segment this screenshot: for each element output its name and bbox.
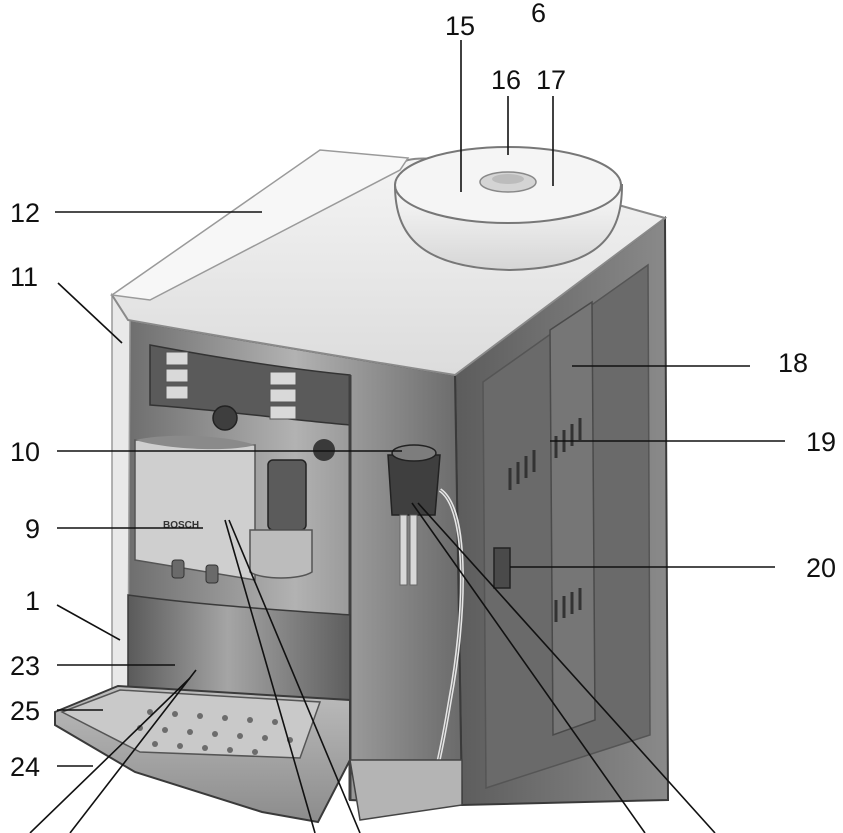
callout-15: 15 [445, 11, 475, 41]
steam-shield [249, 529, 313, 579]
steam-handle [267, 459, 307, 531]
callout-11: 11 [10, 262, 38, 292]
callout-17: 17 [536, 65, 566, 95]
cup-grid-holes [137, 709, 293, 755]
leader-lines [29, 40, 785, 833]
coffee-outlet-top [135, 435, 255, 450]
main-switch [493, 547, 511, 589]
callout-24: 24 [10, 752, 40, 782]
callout-20: 20 [806, 553, 836, 583]
callout-1: 1 [25, 586, 40, 616]
milk-tray [349, 759, 463, 821]
cup-grid [60, 689, 322, 759]
rotary-knob [212, 405, 238, 431]
callout-labels: 6 15 16 17 12 11 18 10 19 9 20 1 23 25 2… [10, 0, 836, 782]
water-tank-lid [109, 149, 410, 301]
logo: BOSCH [163, 520, 199, 531]
callout-12: 12 [10, 198, 40, 228]
coffee-spouts [171, 559, 219, 584]
callout-16: 16 [491, 65, 521, 95]
callout-18: 18 [778, 348, 808, 378]
control-buttons [165, 351, 297, 420]
callout-19: 19 [806, 427, 836, 457]
callout-6: 6 [531, 0, 546, 28]
service-door [549, 300, 596, 737]
callout-23: 23 [10, 651, 40, 681]
bean-container [393, 146, 624, 272]
callout-10: 10 [10, 437, 40, 467]
callout-25: 25 [10, 696, 40, 726]
callout-9: 9 [25, 514, 40, 544]
steam-pivot [313, 439, 335, 461]
